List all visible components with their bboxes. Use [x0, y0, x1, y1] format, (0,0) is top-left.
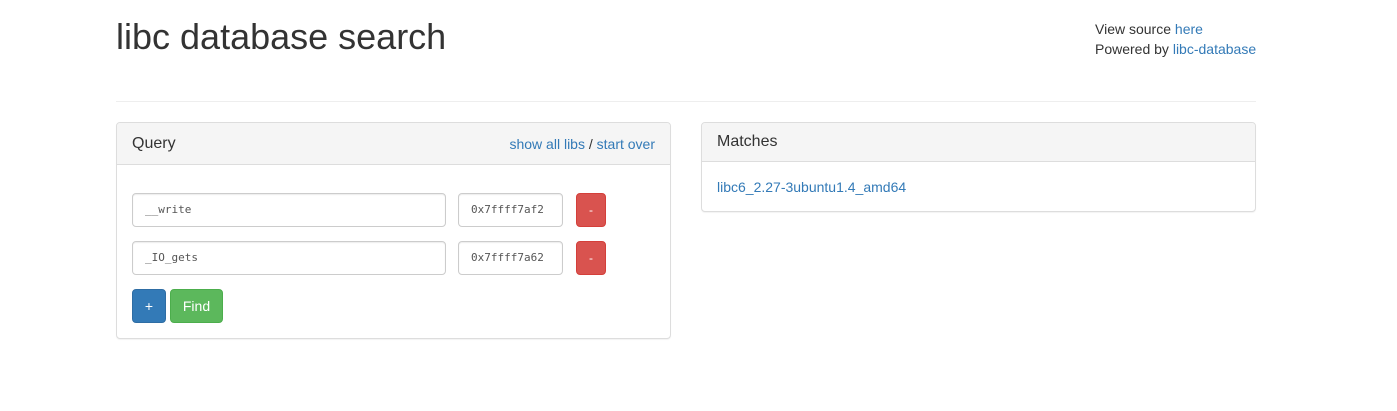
- symbol-input[interactable]: _IO_gets: [132, 241, 446, 275]
- query-panel: Query show all libs / start over __write…: [116, 122, 671, 339]
- libc-database-link[interactable]: libc-database: [1172, 41, 1257, 57]
- match-result-link[interactable]: libc6_2.27-3ubuntu1.4_amd64: [717, 179, 907, 195]
- view-source-line: View source here: [1095, 19, 1256, 39]
- links-separator: /: [584, 135, 597, 152]
- view-source-link[interactable]: here: [1174, 21, 1203, 37]
- query-row: __write 0x7ffff7af2 -: [132, 193, 652, 227]
- query-heading-links: show all libs / start over: [509, 136, 655, 152]
- powered-by-line: Powered by libc-database: [1095, 39, 1256, 59]
- matches-heading: Matches: [717, 133, 778, 150]
- powered-by-label: Powered by: [1095, 41, 1173, 57]
- show-all-libs-link[interactable]: show all libs: [509, 135, 585, 152]
- view-source-label: View source: [1095, 21, 1175, 37]
- add-row-button[interactable]: +: [132, 289, 166, 323]
- address-input[interactable]: 0x7ffff7a62: [458, 241, 563, 275]
- remove-row-button[interactable]: -: [576, 241, 606, 275]
- start-over-link[interactable]: start over: [596, 135, 655, 152]
- header-meta: View source here Powered by libc-databas…: [1095, 19, 1256, 59]
- query-row: _IO_gets 0x7ffff7a62 -: [132, 241, 652, 275]
- remove-row-button[interactable]: -: [576, 193, 606, 227]
- matches-list: libc6_2.27-3ubuntu1.4_amd64: [702, 162, 1255, 212]
- query-panel-heading: Query show all libs / start over: [117, 123, 670, 165]
- symbol-input[interactable]: __write: [132, 193, 446, 227]
- matches-panel: Matches libc6_2.27-3ubuntu1.4_amd64: [701, 122, 1256, 212]
- page-title: libc database search: [116, 16, 447, 57]
- header-divider: [116, 101, 1256, 102]
- address-input[interactable]: 0x7ffff7af2: [458, 193, 563, 227]
- find-button[interactable]: Find: [170, 289, 223, 323]
- matches-panel-heading: Matches: [702, 123, 1255, 162]
- query-heading: Query: [132, 134, 176, 152]
